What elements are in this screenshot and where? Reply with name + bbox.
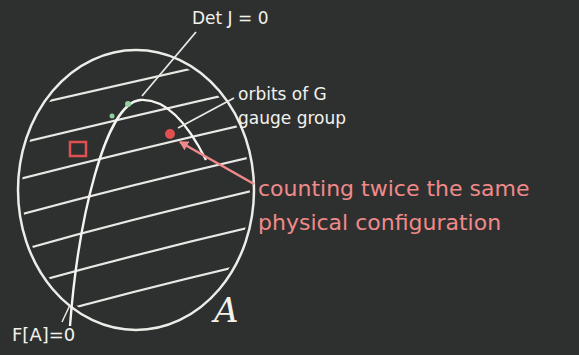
tangency-dot [125, 101, 131, 107]
leader-line [142, 32, 196, 96]
intersection-mark [165, 129, 175, 139]
configuration-space-outline [18, 50, 254, 330]
leader-line [62, 305, 70, 322]
annotation-note: counting twice the same physical configu… [258, 172, 574, 240]
tangency-dot [110, 114, 115, 119]
orbit-label: orbits of G gauge group [238, 82, 360, 130]
pointer-arrow [180, 142, 254, 184]
gauge-condition-label: F[A]=0 [12, 324, 102, 345]
space-label: A [214, 290, 254, 330]
curve-label: Det J = 0 [192, 8, 302, 28]
gauge-fixing-curve [70, 100, 206, 326]
leader-line [178, 98, 234, 128]
intersection-mark [70, 142, 86, 156]
